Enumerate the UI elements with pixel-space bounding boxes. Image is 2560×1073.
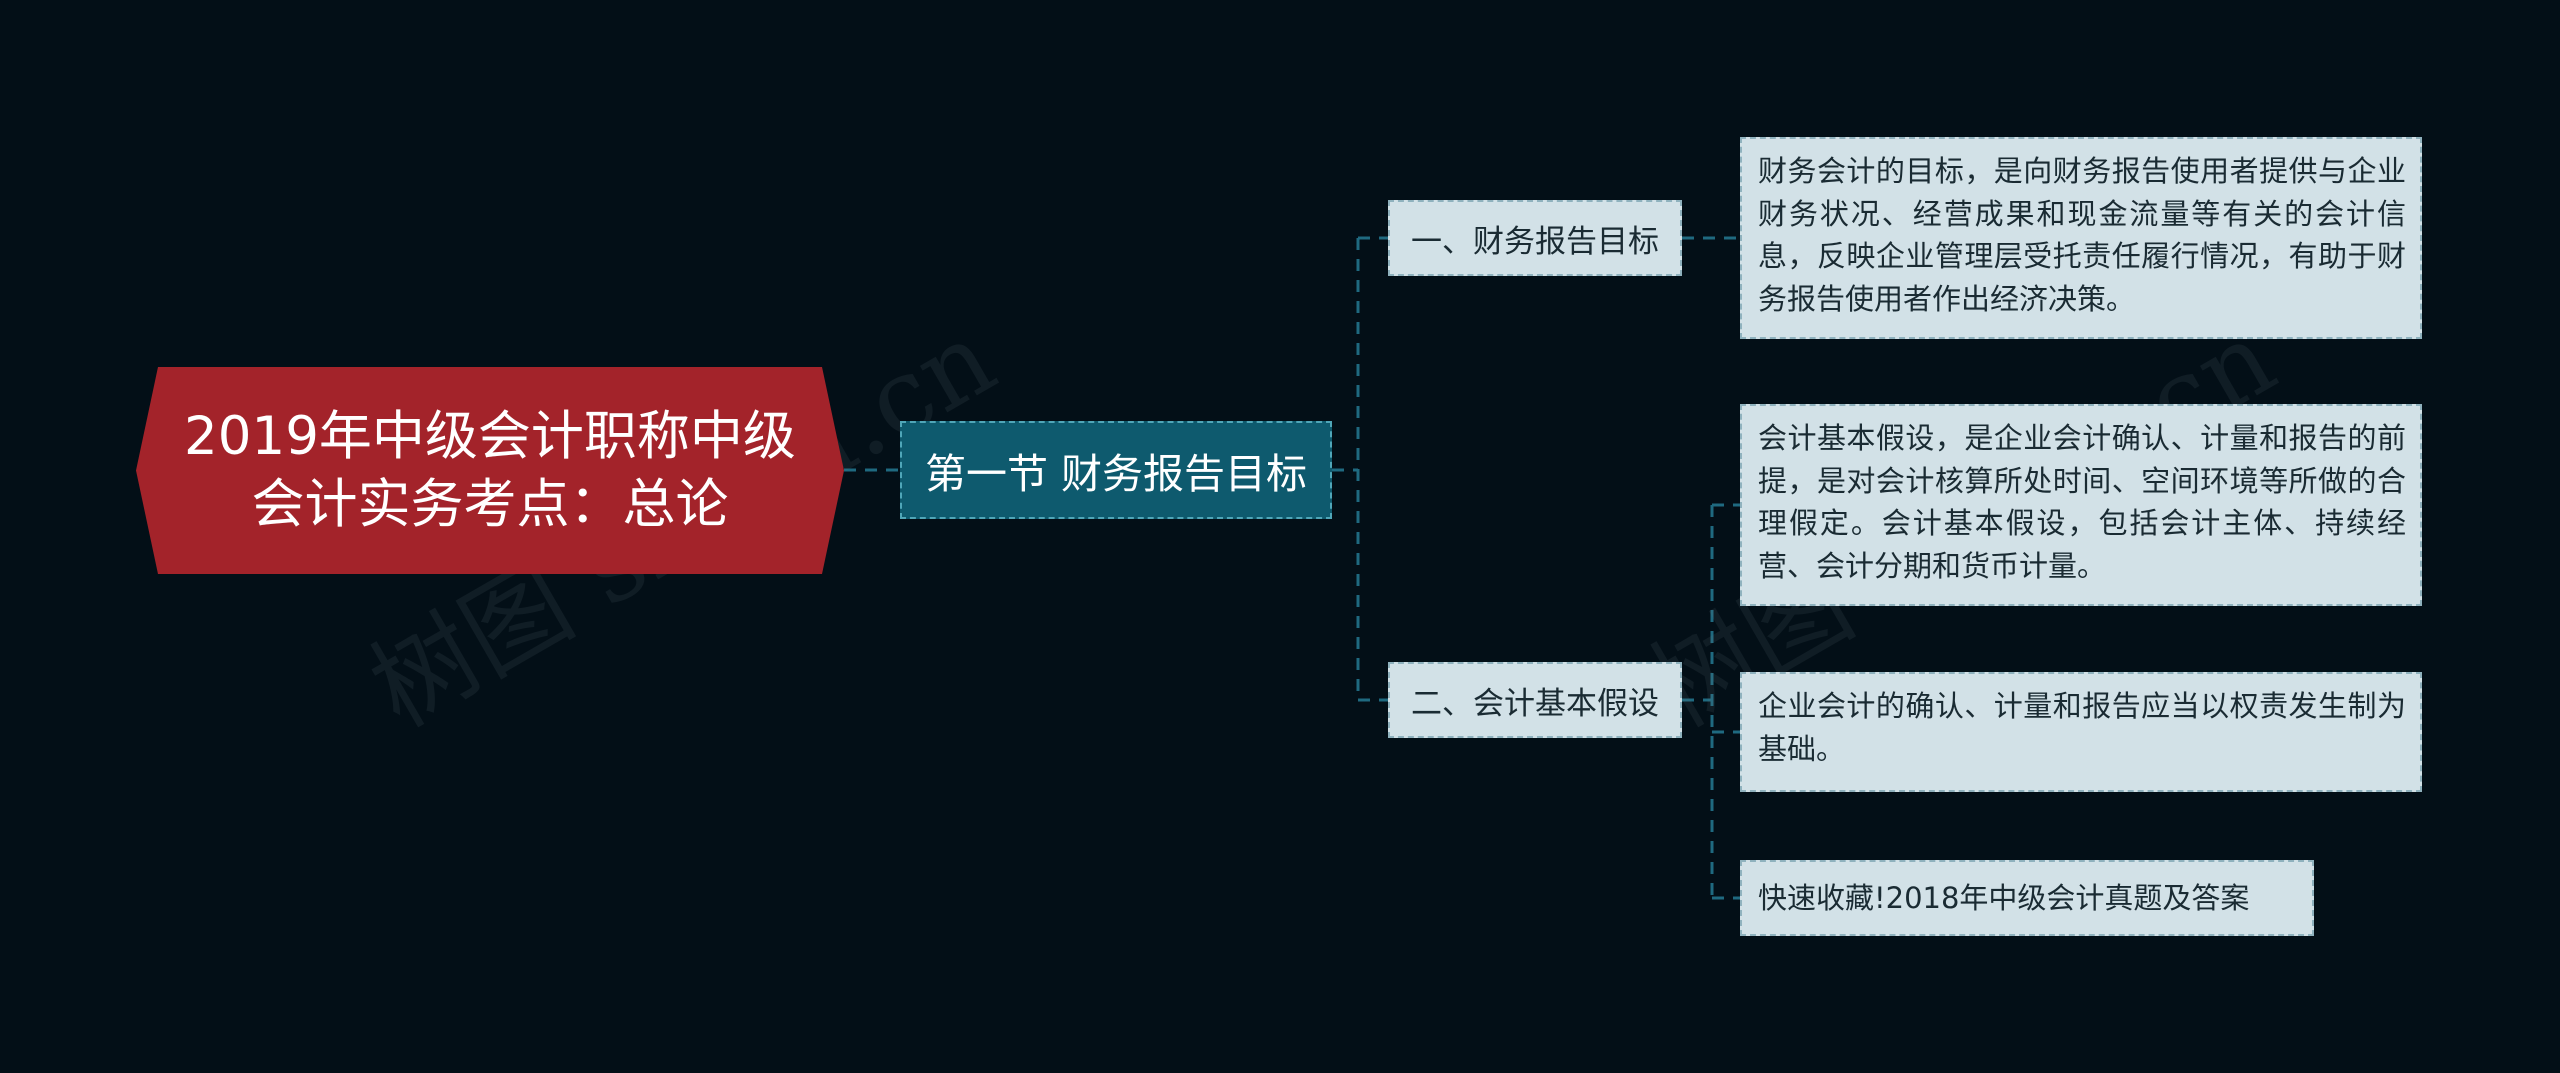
detail-node-favorite-link[interactable]: 快速收藏!2018年中级会计真题及答案 (1740, 860, 2314, 936)
root-title-line-1: 2019年中级会计职称中级 (184, 405, 796, 467)
section-node[interactable]: 第一节 财务报告目标 (900, 421, 1332, 519)
topic-node-financial-report-goal[interactable]: 一、财务报告目标 (1388, 200, 1682, 276)
detail-node-accrual-basis[interactable]: 企业会计的确认、计量和报告应当以权责发生制为基础。 (1740, 672, 2422, 792)
detail-node-goal-definition[interactable]: 财务会计的目标，是向财务报告使用者提供与企业财务状况、经营成果和现金流量等有关的… (1740, 137, 2422, 339)
root-node-shape (136, 367, 844, 574)
detail-node-assumption-definition[interactable]: 会计基本假设，是企业会计确认、计量和报告的前提，是对会计核算所处时间、空间环境等… (1740, 404, 2422, 606)
root-node[interactable]: 2019年中级会计职称中级 会计实务考点：总论 (136, 367, 844, 574)
connector-section-trunk (1332, 238, 1360, 700)
root-node-title: 2019年中级会计职称中级 会计实务考点：总论 (176, 367, 804, 574)
topic-node-accounting-assumptions[interactable]: 二、会计基本假设 (1388, 662, 1682, 738)
connector-topic-2-trunk (1682, 505, 1714, 898)
root-title-line-2: 会计实务考点：总论 (251, 473, 729, 535)
